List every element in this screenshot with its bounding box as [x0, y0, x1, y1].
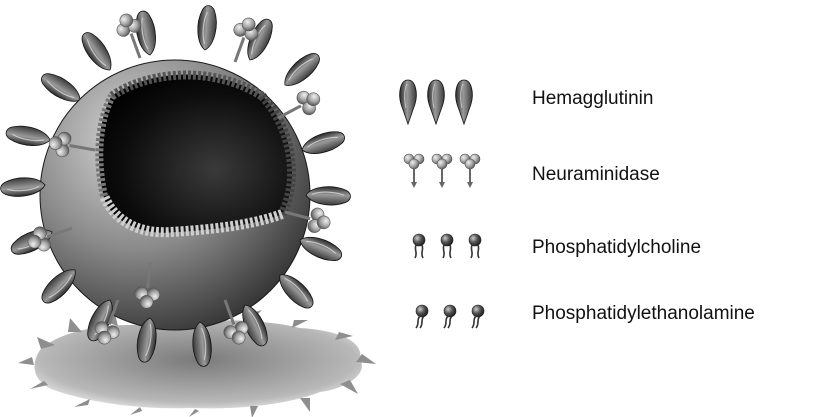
legend [400, 80, 484, 328]
phosphatidylcholine-icon [413, 234, 481, 258]
legend-label-phosphatidylcholine: Phosphatidylcholine [532, 237, 701, 259]
legend-label-neuraminidase: Neuraminidase [532, 164, 660, 186]
phosphatidylethanolamine-icon [416, 305, 484, 328]
legend-label-hemagglutinin: Hemagglutinin [532, 88, 653, 110]
legend-label-phosphatidylethanolamine: Phosphatidylethanolamine [532, 303, 755, 325]
virion [0, 5, 351, 367]
neuraminidase-icon [404, 154, 480, 188]
hemagglutinin-icon [400, 80, 473, 124]
